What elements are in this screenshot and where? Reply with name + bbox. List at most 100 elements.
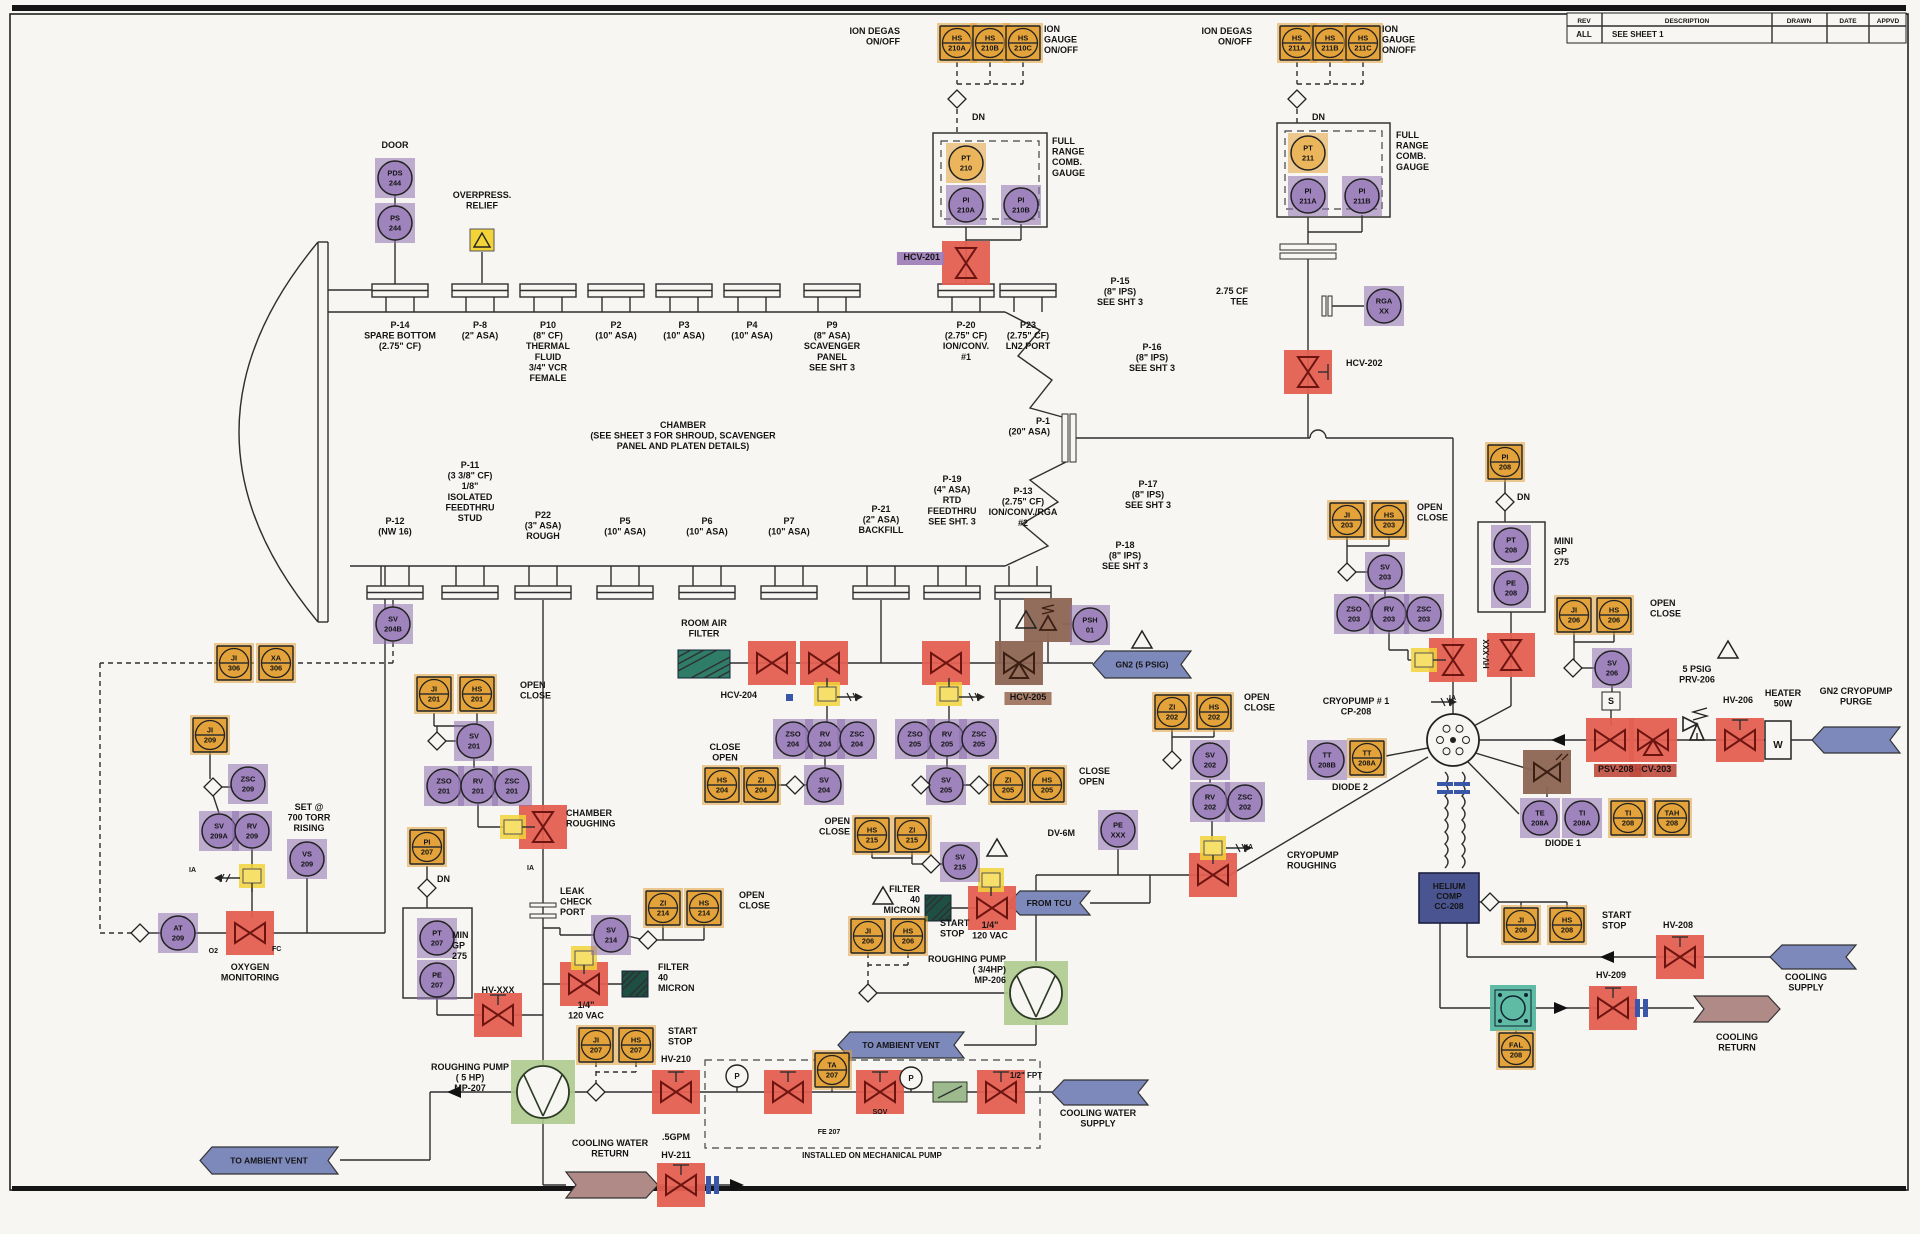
label-highlight	[1629, 764, 1677, 777]
filter-hatch	[924, 894, 932, 902]
pipe-jump-arc	[1309, 429, 1327, 439]
flow-element-box	[1490, 985, 1536, 1031]
label-overpress-relief: OVERPRESS.RELIEF	[453, 190, 512, 211]
valve-hv-206	[1716, 718, 1764, 762]
valve-hv-211	[657, 1163, 705, 1207]
valve-xv-204	[800, 641, 848, 685]
label-roughing-pump-5-hp-mp-207: ROUGHING PUMP( 5 HP)MP-207	[431, 1062, 509, 1093]
filter-hatch	[634, 983, 649, 998]
inst-tag: SV	[606, 926, 616, 935]
inst-num: 201	[506, 787, 518, 796]
title-rev-value: ALL	[1576, 30, 1592, 39]
gauge-p-glyph: P	[908, 1074, 914, 1083]
dashed-boundary-box	[1284, 130, 1383, 210]
inst-tag: SV	[955, 853, 965, 862]
inst-tag: ZSC	[972, 730, 987, 739]
inst-tag: HS	[1384, 511, 1394, 520]
inst-tag: PI	[1502, 453, 1509, 462]
chamber-door-arc	[238, 241, 319, 623]
inst-num: 202	[1204, 761, 1216, 770]
inst-num: 202	[1204, 803, 1216, 812]
inst-num: 210A	[948, 44, 966, 53]
port-flange	[852, 566, 910, 600]
label-hv-210: HV-210	[661, 1054, 691, 1064]
signal-diamond-connector	[203, 777, 223, 797]
flow-arrow	[1600, 951, 1614, 963]
port-flange	[596, 566, 654, 600]
inst-num: 211B	[1321, 44, 1338, 53]
valve-hv-208	[1656, 935, 1704, 979]
instrument-air-symbol	[1431, 697, 1457, 707]
inst-tag: PT	[1303, 144, 1313, 153]
port-flange	[994, 566, 1052, 600]
title-col-appvd: APPVD	[1877, 18, 1900, 25]
filter-hatch	[931, 901, 952, 922]
signal-diamond-connector	[1495, 492, 1515, 512]
signal-diamond-connector	[1287, 89, 1307, 109]
inst-tag: HS	[867, 826, 877, 835]
inst-num: 206	[902, 937, 914, 946]
label-installed-on-mechanical-pump: INSTALLED ON MECHANICAL PUMP	[802, 1151, 942, 1160]
offpage-banner	[1051, 1079, 1150, 1106]
valve-bowtie	[660, 1080, 692, 1104]
inst-num: 215	[906, 836, 918, 845]
inst-num: 210B	[981, 44, 999, 53]
label-p3-10-asa: P3(10" ASA)	[663, 320, 704, 341]
label-1-4-120-vac: 1/4"120 VAC	[972, 920, 1008, 941]
valve-hv-210	[652, 1070, 700, 1114]
inst-num: 204	[819, 740, 832, 749]
note-flag-triangle	[1716, 639, 1740, 659]
pipe-line	[1471, 751, 1533, 771]
port-flange	[723, 283, 781, 312]
label-p22-3-asa-rough: P22(3" ASA)ROUGH	[525, 510, 561, 541]
inst-num: 208	[1505, 589, 1517, 598]
filter-hatch	[944, 914, 952, 922]
inline-connector-bars	[706, 1176, 719, 1194]
port-flange	[803, 283, 861, 312]
note-flag-triangle	[1130, 629, 1154, 649]
offpage-banner-from-tcu: FROM TCU	[1007, 890, 1092, 916]
label-hv-xxx: HV-XXX	[481, 985, 514, 995]
label-highlight	[1004, 692, 1052, 705]
label-1-4-120-vac: 1/4"120 VAC	[568, 1000, 604, 1021]
helium-flex-line	[1444, 771, 1449, 869]
port-flange	[441, 566, 499, 600]
inst-num: 01	[1086, 626, 1094, 635]
pressure-gauge: P	[725, 1064, 749, 1088]
chamber-wall-zigzag	[1004, 311, 1067, 419]
inst-tag: HS	[717, 776, 727, 785]
inline-check-component	[932, 1081, 968, 1103]
inst-num: 306	[270, 664, 282, 673]
inst-tag: RV	[820, 730, 830, 739]
port-flange	[923, 566, 981, 600]
inst-tag: TT	[1322, 751, 1332, 760]
inst-num: 211A	[1288, 44, 1306, 53]
inst-tag: ZSC	[1417, 605, 1432, 614]
inst-tag: ZSO	[1346, 605, 1361, 614]
inst-tag: ZI	[758, 776, 765, 785]
flow-arrow	[447, 1086, 461, 1098]
valve-bowtie	[985, 1080, 1017, 1104]
label-roughing-pump-3-4hp-mp-206: ROUGHING PUMP( 3/4HP)MP-206	[928, 954, 1006, 985]
inst-num: 209A	[210, 832, 228, 841]
